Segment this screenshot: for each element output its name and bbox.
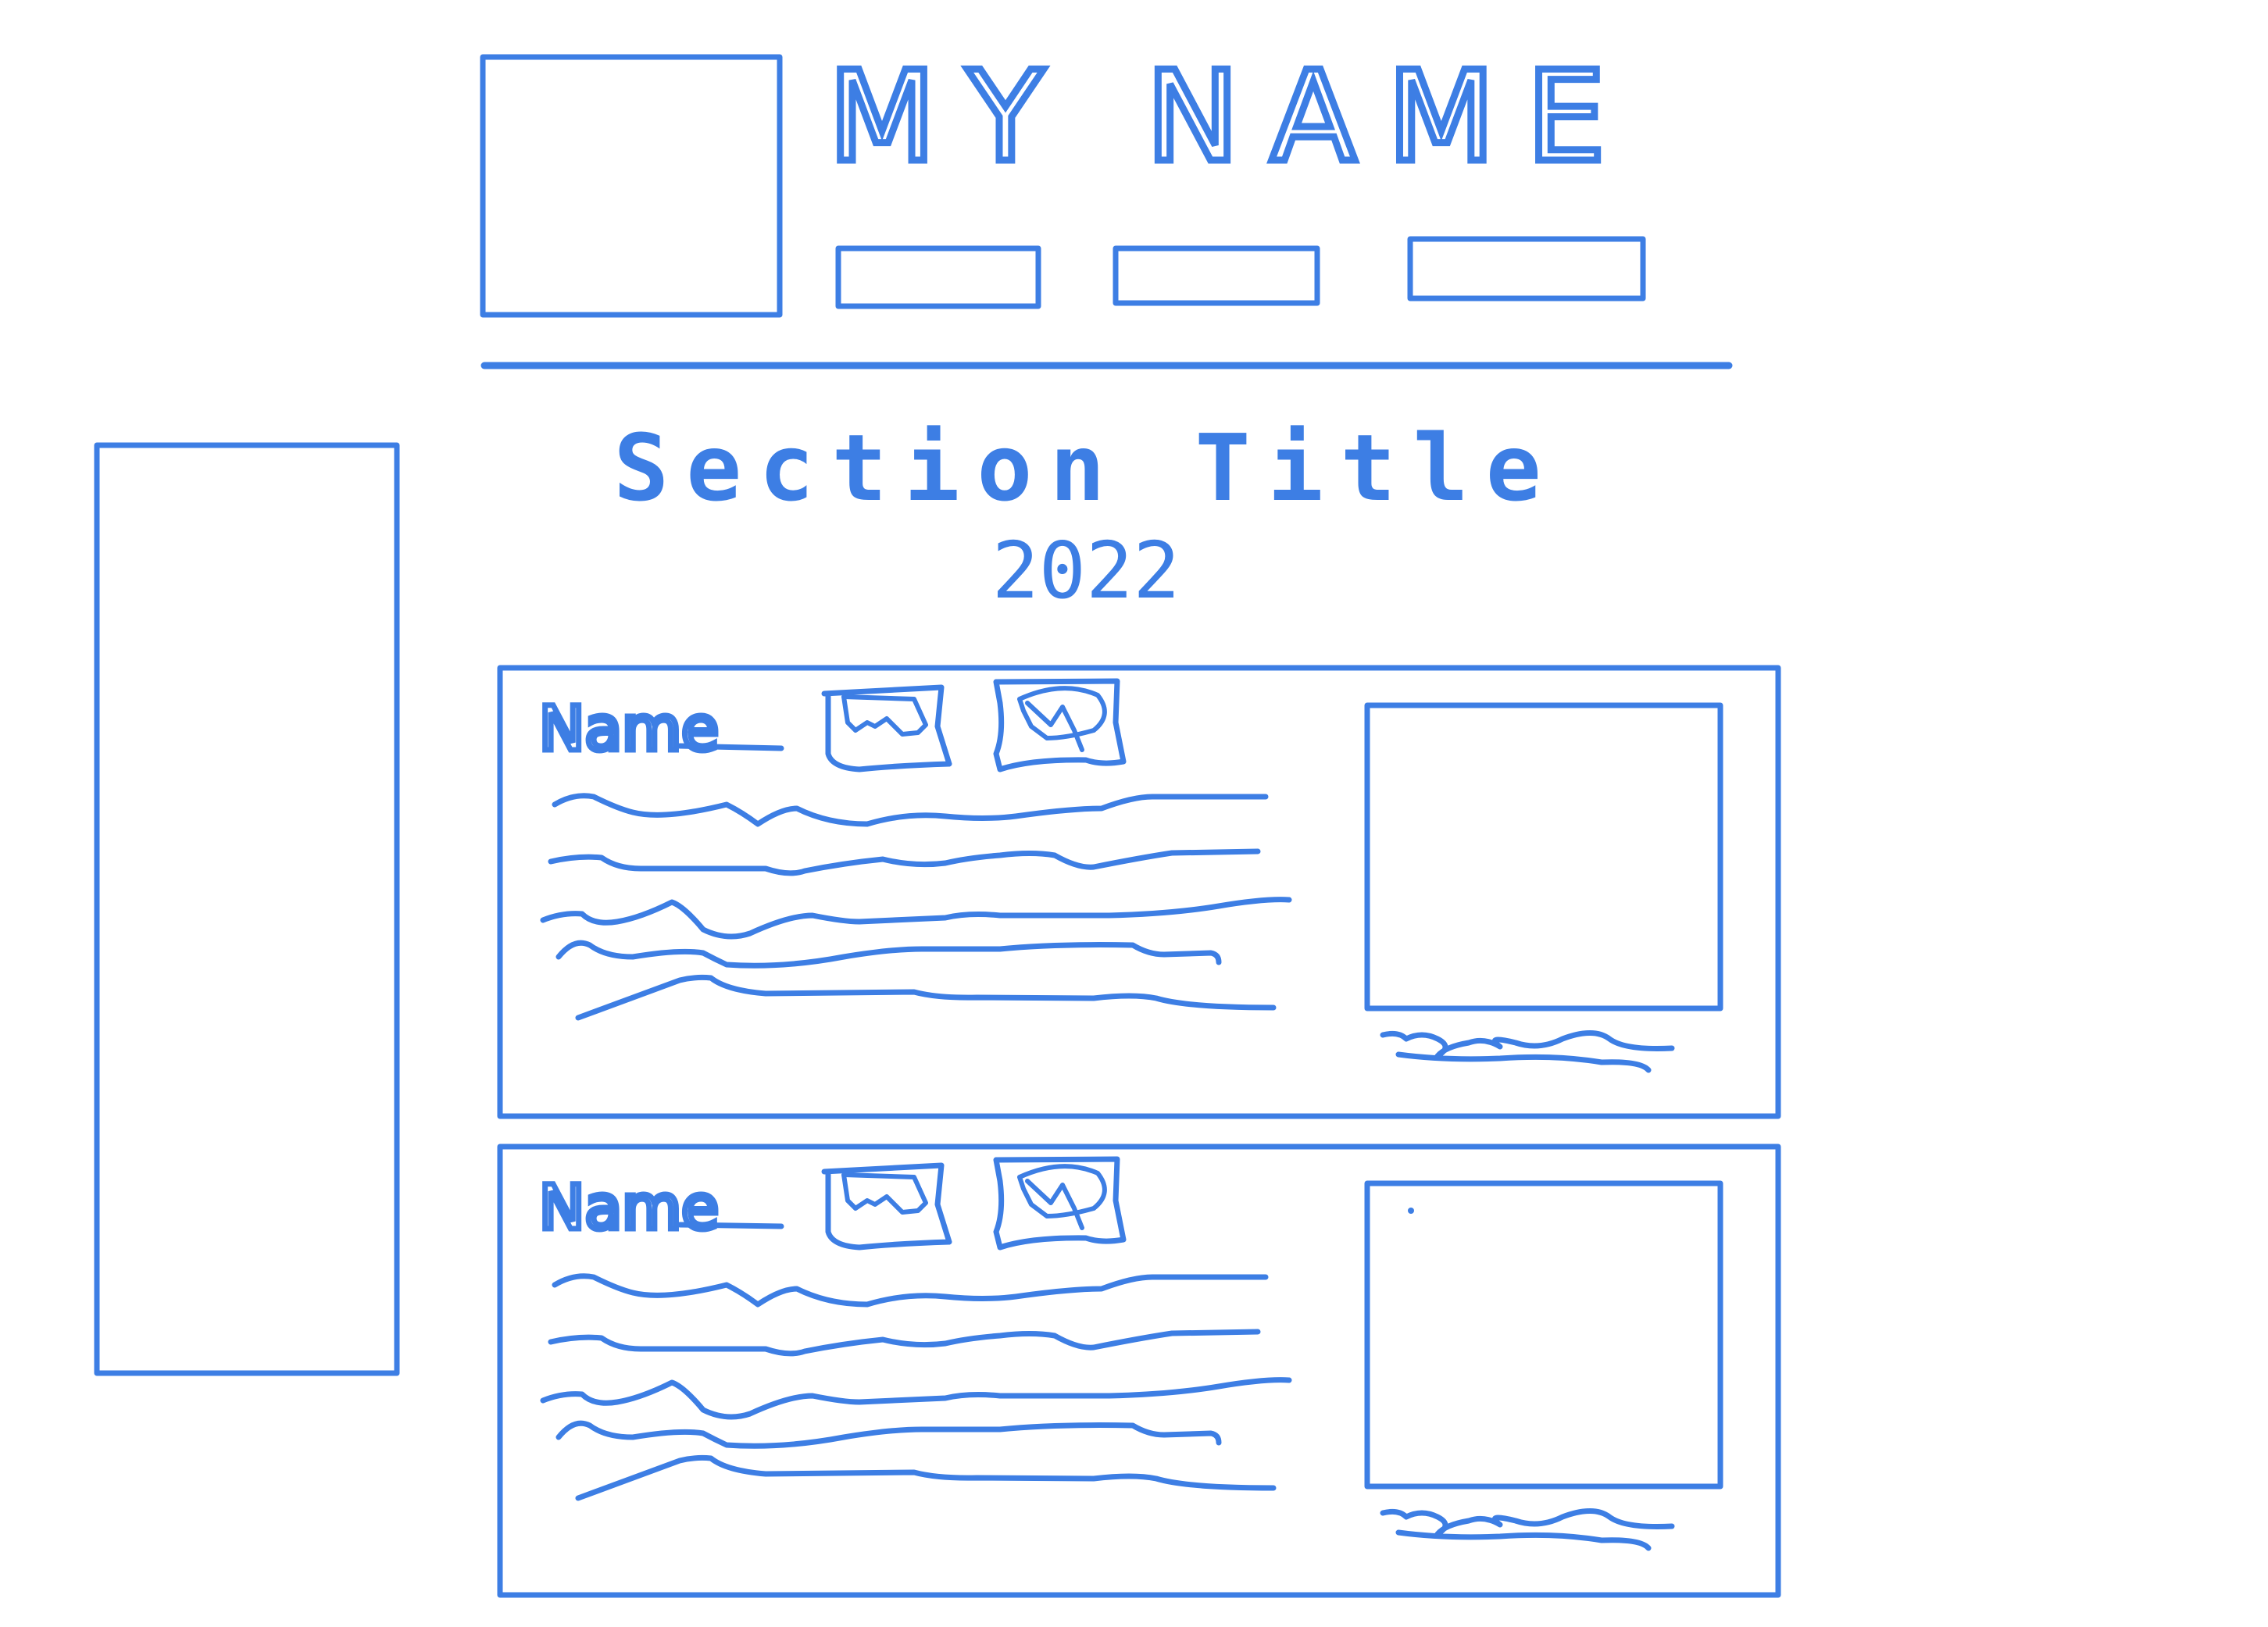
logo-placeholder[interactable] <box>480 54 783 318</box>
card-image-caption <box>1380 1030 1675 1073</box>
content-card[interactable]: Name <box>497 665 1781 1119</box>
nav-button-3[interactable] <box>1407 236 1646 301</box>
card-frame <box>497 665 1781 1119</box>
card-name: Name <box>539 1173 719 1243</box>
stray-dot <box>1408 1208 1414 1214</box>
card-name: Name <box>539 694 719 765</box>
image-icon[interactable] <box>821 1162 952 1251</box>
map-icon[interactable] <box>993 678 1127 772</box>
nav-button-1[interactable] <box>835 245 1041 309</box>
card-description-lines <box>540 1273 1292 1501</box>
map-icon[interactable] <box>993 1156 1127 1251</box>
card-name-underline <box>677 743 784 751</box>
card-description-lines <box>540 793 1292 1021</box>
header: MY NAME <box>480 41 1733 369</box>
sidebar-placeholder[interactable] <box>94 442 400 1376</box>
card-image-placeholder[interactable] <box>1364 702 1723 1012</box>
card-name-underline <box>677 1222 784 1229</box>
nav-button-2[interactable] <box>1113 245 1320 306</box>
card-frame <box>497 1144 1781 1598</box>
content-card[interactable]: Name <box>497 1144 1781 1598</box>
card-image-caption <box>1380 1508 1675 1551</box>
card-image-placeholder[interactable] <box>1364 1180 1723 1490</box>
site-name: MY NAME <box>828 44 1637 190</box>
section-title: Section Title <box>613 414 1559 522</box>
section-year: 2022 <box>992 525 1180 616</box>
image-icon[interactable] <box>821 684 952 772</box>
